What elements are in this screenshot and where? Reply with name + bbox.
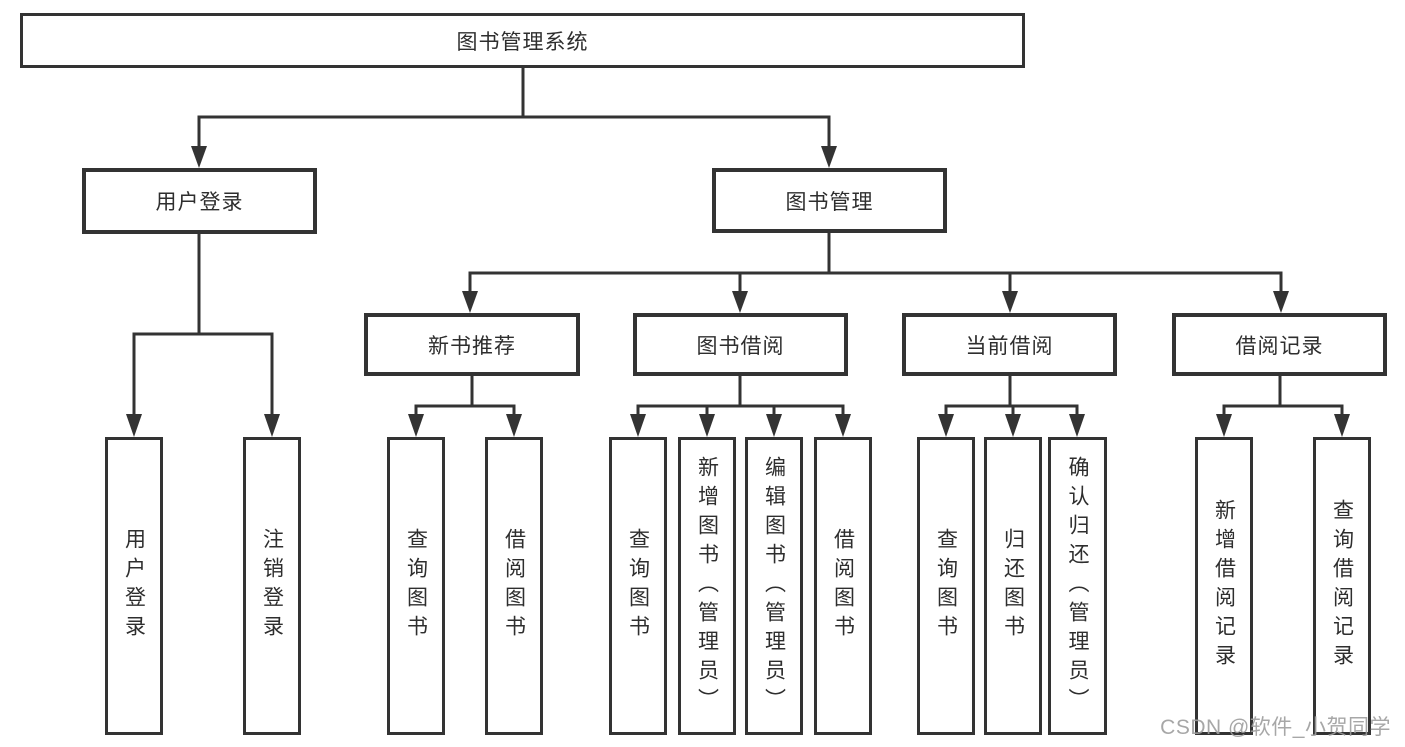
node-new-book-recommend: 新书推荐 xyxy=(364,313,580,376)
leaf-query-borrow-record-label: 查询借阅记录 xyxy=(1330,499,1354,673)
leaf-logout-label: 注销登录 xyxy=(260,528,284,644)
node-root: 图书管理系统 xyxy=(20,13,1025,68)
node-book-management-label: 图书管理 xyxy=(785,190,874,214)
node-book-borrow-label: 图书借阅 xyxy=(696,334,785,358)
leaf-return-books: 归还图书 xyxy=(984,437,1042,735)
node-current-borrow-label: 当前借阅 xyxy=(965,334,1054,358)
leaf-user-login: 用户登录 xyxy=(105,437,163,735)
leaf-query-books-current: 查询图书 xyxy=(917,437,975,735)
leaf-return-books-label: 归还图书 xyxy=(1001,528,1025,644)
node-user-login: 用户登录 xyxy=(82,168,317,234)
node-current-borrow: 当前借阅 xyxy=(902,313,1117,376)
node-new-book-recommend-label: 新书推荐 xyxy=(428,334,516,358)
leaf-query-borrow-record: 查询借阅记录 xyxy=(1313,437,1371,735)
node-root-label: 图书管理系统 xyxy=(456,30,589,54)
arrowheads xyxy=(126,146,1350,437)
leaf-query-books-newbook: 查询图书 xyxy=(387,437,445,735)
node-borrow-records-label: 借阅记录 xyxy=(1235,334,1324,358)
leaf-query-books-current-label: 查询图书 xyxy=(934,528,958,644)
leaf-edit-books-admin-label: 编辑图书（管理员） xyxy=(762,455,786,717)
leaf-query-books-newbook-label: 查询图书 xyxy=(404,528,428,644)
leaf-logout: 注销登录 xyxy=(243,437,301,735)
leaf-borrow-books-borrow-label: 借阅图书 xyxy=(831,528,855,644)
watermark: CSDN @软件_小贺同学 xyxy=(1160,716,1391,739)
node-borrow-records: 借阅记录 xyxy=(1172,313,1387,376)
leaf-borrow-books-newbook: 借阅图书 xyxy=(485,437,543,735)
leaf-confirm-return-admin: 确认归还（管理员） xyxy=(1048,437,1107,735)
leaf-user-login-label: 用户登录 xyxy=(122,528,146,644)
leaf-add-borrow-record-label: 新增借阅记录 xyxy=(1212,499,1236,673)
leaf-borrow-books-newbook-label: 借阅图书 xyxy=(502,528,526,644)
leaf-add-books-admin-label: 新增图书（管理员） xyxy=(695,455,719,717)
leaf-add-books-admin: 新增图书（管理员） xyxy=(678,437,736,735)
leaf-borrow-books-borrow: 借阅图书 xyxy=(814,437,872,735)
leaf-edit-books-admin: 编辑图书（管理员） xyxy=(745,437,803,735)
node-book-management: 图书管理 xyxy=(712,168,947,233)
leaf-add-borrow-record: 新增借阅记录 xyxy=(1195,437,1253,735)
node-user-login-label: 用户登录 xyxy=(155,191,244,214)
leaf-query-books-borrow-label: 查询图书 xyxy=(626,528,650,644)
node-book-borrow: 图书借阅 xyxy=(633,313,848,376)
leaf-query-books-borrow: 查询图书 xyxy=(609,437,667,735)
leaf-confirm-return-admin-label: 确认归还（管理员） xyxy=(1066,455,1089,717)
